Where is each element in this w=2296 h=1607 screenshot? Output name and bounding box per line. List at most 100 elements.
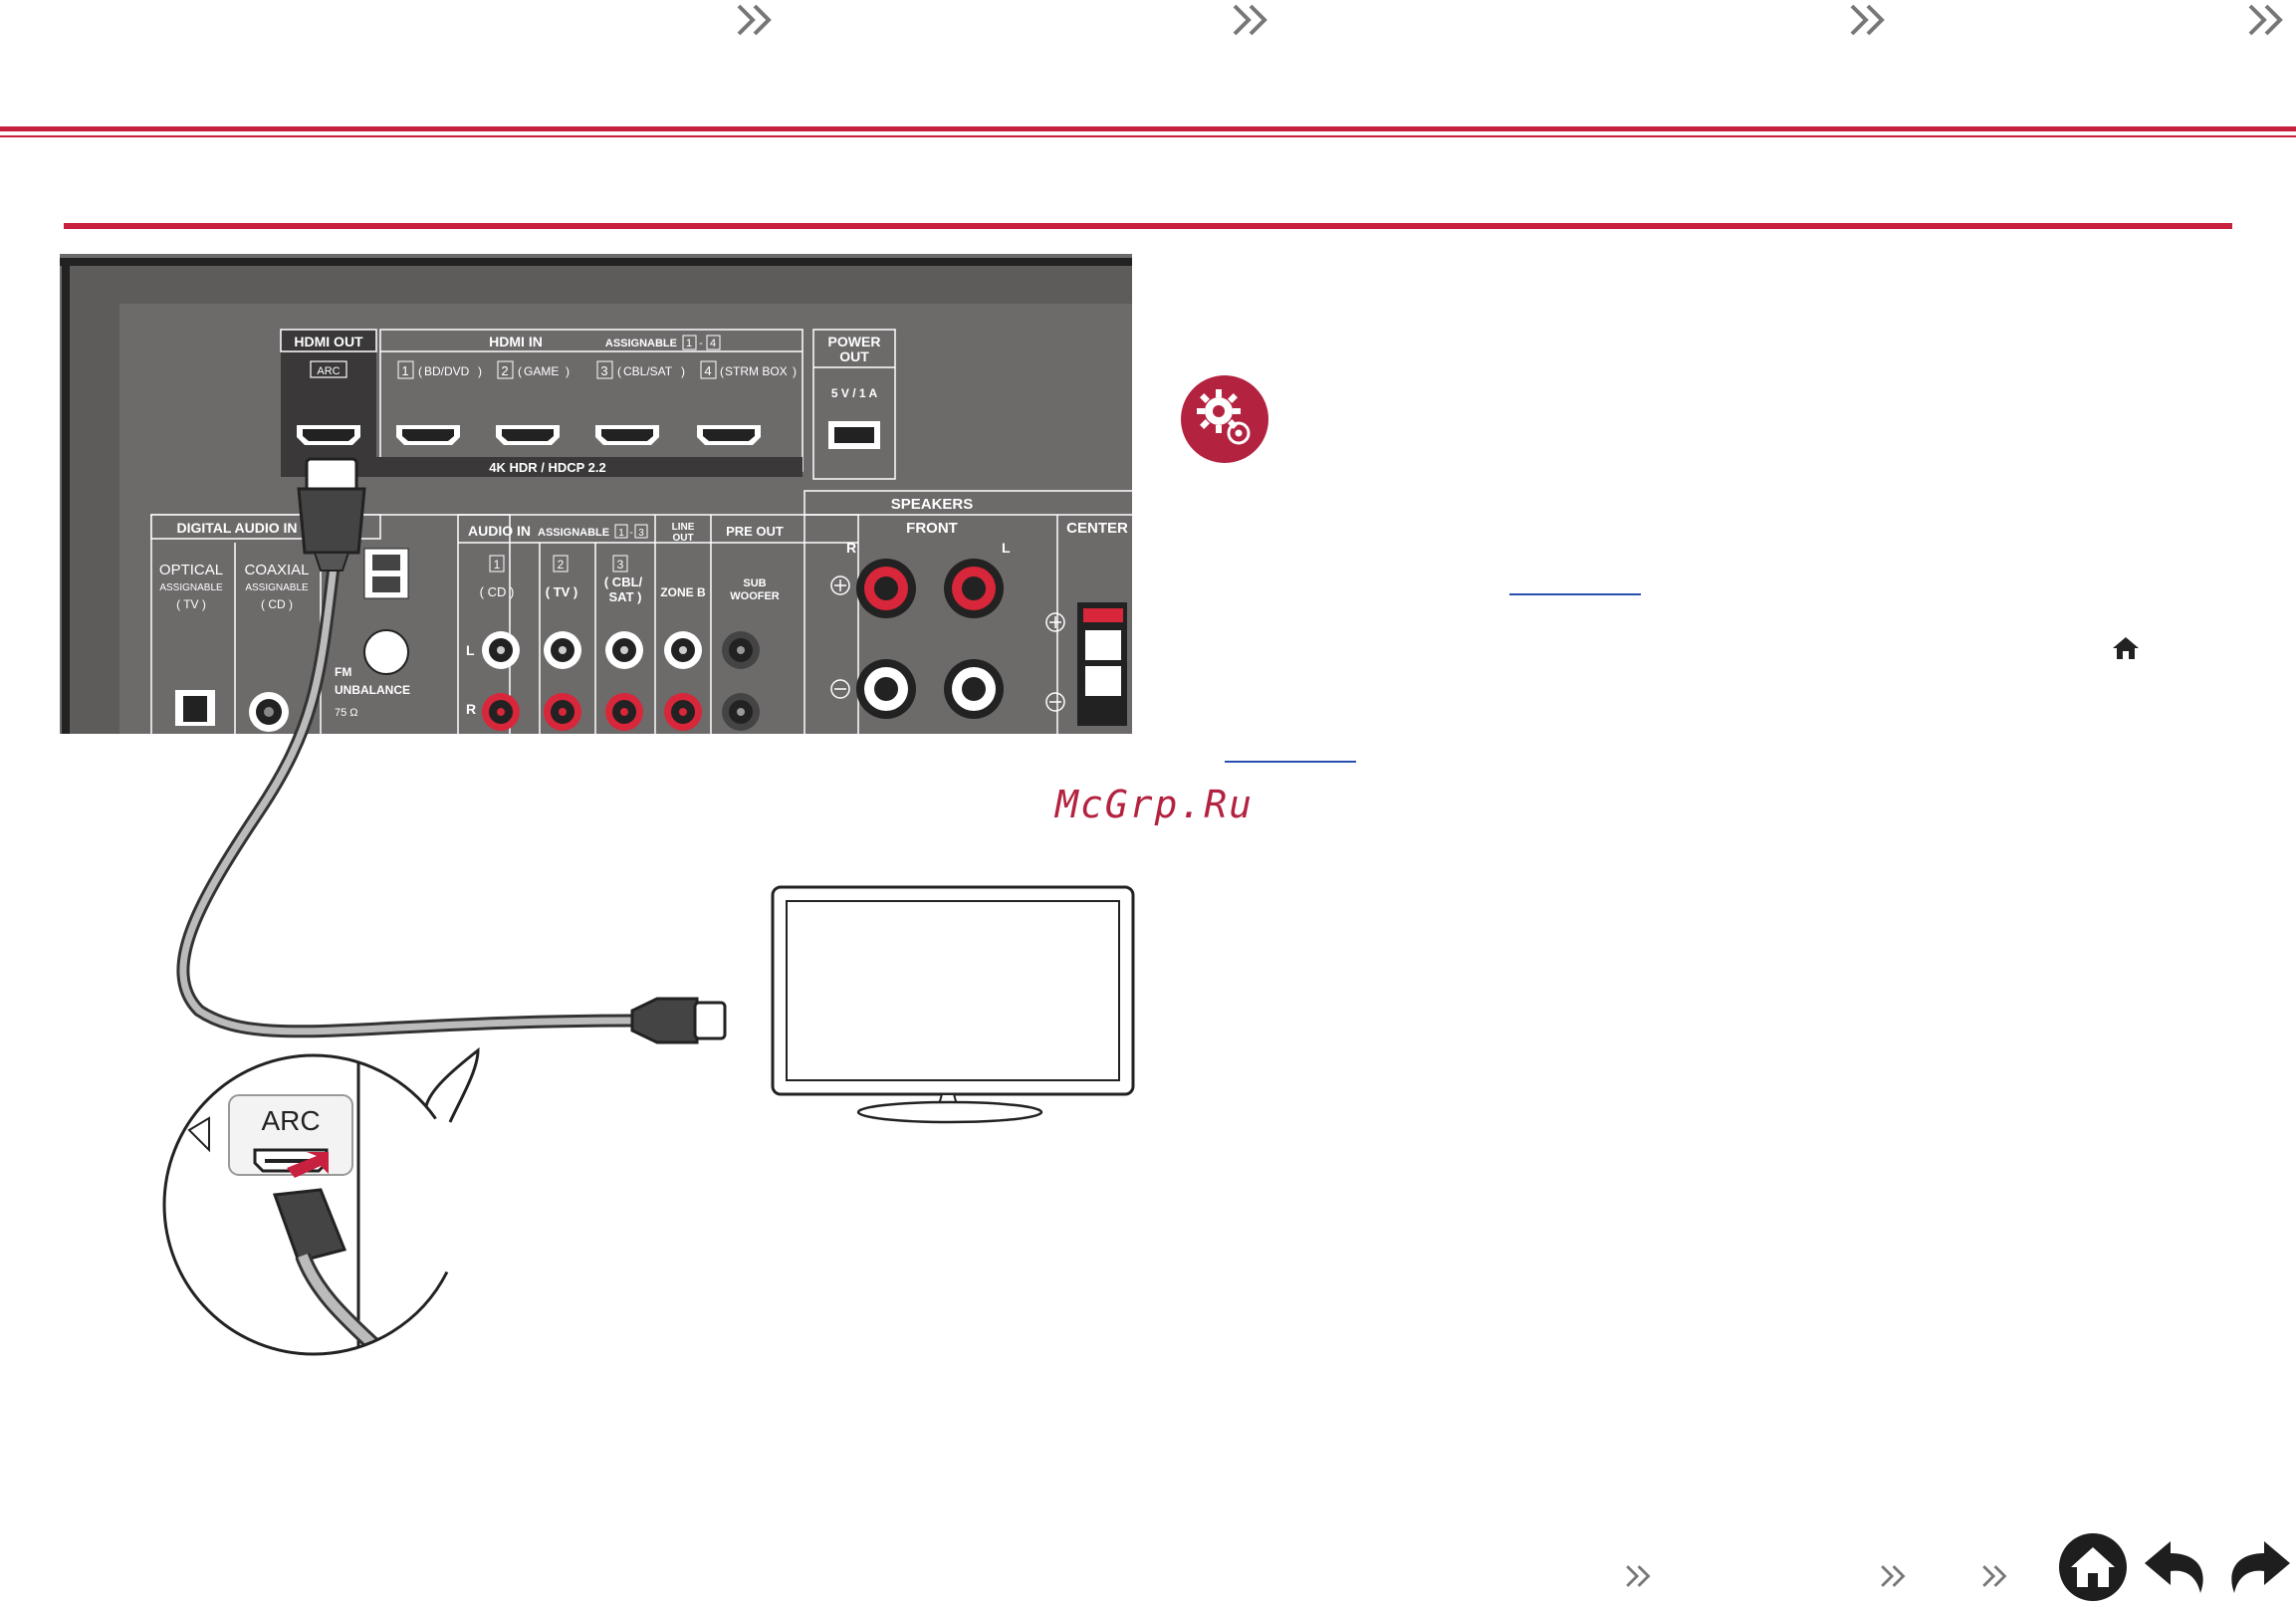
svg-text:(: ( [518, 364, 522, 378]
top-nav-chevron-2[interactable] [1229, 0, 1276, 40]
svg-text:STRM BOX: STRM BOX [725, 364, 788, 378]
svg-text:GAME: GAME [524, 364, 559, 378]
svg-text:1: 1 [401, 363, 408, 378]
hdmi-in-3: 3 ( CBL/SAT ) [595, 360, 685, 445]
hdmi-out-title: HDMI OUT [294, 334, 363, 349]
svg-text:SAT ): SAT ) [609, 589, 642, 604]
svg-text:(: ( [720, 364, 724, 378]
svg-text:AUDIO IN: AUDIO IN [468, 523, 531, 539]
hdmi-out-arc-label: ARC [317, 365, 340, 377]
hdmi-in-range-start: 1 [686, 338, 692, 349]
svg-text:CENTER: CENTER [1066, 520, 1128, 537]
svg-text:( CD ): ( CD ) [480, 584, 515, 599]
svg-text:L: L [466, 642, 475, 658]
svg-text:POWER: POWER [828, 334, 881, 349]
hdmi-in-title: HDMI IN [489, 334, 543, 349]
header-rule [0, 126, 2296, 131]
hdmi-in-range-end: 4 [710, 338, 716, 349]
hdmi-in-block: HDMI IN ASSIGNABLE 1 - 4 1 ( BD/DVD ) 2 … [281, 329, 804, 477]
home-icon [2059, 1533, 2127, 1601]
gear-icon [1197, 389, 1251, 445]
bottom-nav-chevron-2[interactable] [1878, 1561, 1912, 1591]
audio-in-block: AUDIO IN ASSIGNABLE 1 - 3 LINE OUT PRE O… [457, 514, 859, 734]
hdmi-footer: 4K HDR / HDCP 2.2 [489, 460, 606, 475]
svg-text:R: R [466, 701, 476, 717]
top-nav-chevron-1[interactable] [733, 0, 781, 40]
hdmi-arc-connection-diagram: HDMI OUT ARC HDMI IN ASSIGNABLE 1 - 4 1 … [60, 254, 1135, 1356]
hdmi-in-assignable: ASSIGNABLE [605, 338, 677, 349]
svg-text:BD/DVD: BD/DVD [424, 364, 470, 378]
receiver-rear-panel: HDMI OUT ARC HDMI IN ASSIGNABLE 1 - 4 1 … [60, 254, 1132, 734]
hdmi-in-4: 4 ( STRM BOX ) [697, 360, 797, 445]
svg-text:): ) [793, 364, 797, 378]
svg-text:( CD ): ( CD ) [261, 597, 293, 611]
speakers-block: SPEAKERS FRONT CENTER R L [804, 490, 1132, 734]
svg-text:DIGITAL AUDIO IN: DIGITAL AUDIO IN [176, 520, 297, 536]
double-chevron-icon [2248, 4, 2283, 36]
forward-button[interactable] [2222, 1531, 2294, 1603]
bottom-nav-chevron-1[interactable] [1623, 1561, 1657, 1591]
top-nav-chevron-3[interactable] [1846, 0, 1894, 40]
svg-text:1: 1 [494, 558, 501, 572]
svg-text:L: L [1002, 540, 1011, 556]
svg-text:SPEAKERS: SPEAKERS [891, 496, 974, 513]
svg-text:(: ( [617, 364, 621, 378]
svg-text:LINE: LINE [672, 522, 695, 533]
svg-text:2: 2 [501, 363, 508, 378]
tv-illustration [771, 885, 1135, 1124]
settings-gear-badge [1181, 375, 1268, 463]
home-button[interactable] [2057, 1531, 2129, 1603]
svg-text:ASSIGNABLE: ASSIGNABLE [538, 527, 609, 539]
double-chevron-icon [1233, 4, 1267, 36]
svg-text:CBL/SAT: CBL/SAT [623, 364, 673, 378]
back-button[interactable] [2141, 1531, 2212, 1603]
svg-text:SUB: SUB [743, 577, 766, 589]
svg-text:OUT: OUT [839, 348, 869, 364]
svg-text:3: 3 [600, 363, 607, 378]
svg-text:ZONE B: ZONE B [660, 585, 706, 599]
svg-text:1: 1 [618, 528, 624, 539]
watermark: McGrp.Ru [1055, 783, 1255, 826]
hdmi-in-1: 1 ( BD/DVD ) [396, 360, 482, 445]
top-nav-chevron-4[interactable] [2244, 0, 2292, 40]
hdmi-out-block: HDMI OUT ARC [280, 329, 377, 471]
undo-arrow-icon [2145, 1541, 2203, 1593]
svg-text:R: R [846, 540, 856, 556]
double-chevron-icon [1881, 1565, 1906, 1587]
svg-text:5 V / 1 A: 5 V / 1 A [831, 386, 878, 400]
text-link-1[interactable] [1509, 593, 1641, 595]
redo-arrow-icon [2231, 1541, 2290, 1593]
svg-text:( TV ): ( TV ) [546, 584, 578, 599]
svg-text:ASSIGNABLE: ASSIGNABLE [245, 582, 309, 593]
svg-text:-: - [629, 528, 632, 539]
section-rule [64, 223, 2232, 229]
svg-text:COAXIAL: COAXIAL [244, 562, 309, 578]
svg-text:2: 2 [558, 558, 565, 572]
svg-text:( TV ): ( TV ) [176, 597, 206, 611]
svg-text:): ) [478, 364, 482, 378]
hdmi-cable [176, 457, 727, 1044]
svg-text:OPTICAL: OPTICAL [159, 562, 223, 578]
hdmi-in-2: 2 ( GAME ) [496, 360, 570, 445]
svg-text:4: 4 [704, 363, 711, 378]
svg-text:( CBL/: ( CBL/ [604, 574, 643, 589]
home-icon-inline [2113, 637, 2139, 659]
svg-text:WOOFER: WOOFER [730, 590, 780, 602]
svg-text:-: - [699, 338, 703, 349]
power-out-block: POWER OUT 5 V / 1 A [812, 329, 896, 480]
svg-text:): ) [566, 364, 570, 378]
svg-text:3: 3 [617, 558, 624, 572]
svg-text:75 Ω: 75 Ω [335, 707, 358, 719]
double-chevron-icon [737, 4, 772, 36]
svg-text:PRE OUT: PRE OUT [726, 524, 784, 539]
svg-text:FM: FM [335, 665, 351, 679]
bottom-nav-chevron-3[interactable] [1979, 1561, 2013, 1591]
double-chevron-icon [1850, 4, 1885, 36]
text-link-2[interactable] [1225, 761, 1356, 763]
svg-text:): ) [681, 364, 685, 378]
header-rule-thin [0, 135, 2296, 137]
arc-port-inset: ARC [162, 1046, 480, 1356]
svg-text:OUT: OUT [672, 533, 693, 544]
svg-text:3: 3 [638, 528, 644, 539]
double-chevron-icon [1982, 1565, 2007, 1587]
